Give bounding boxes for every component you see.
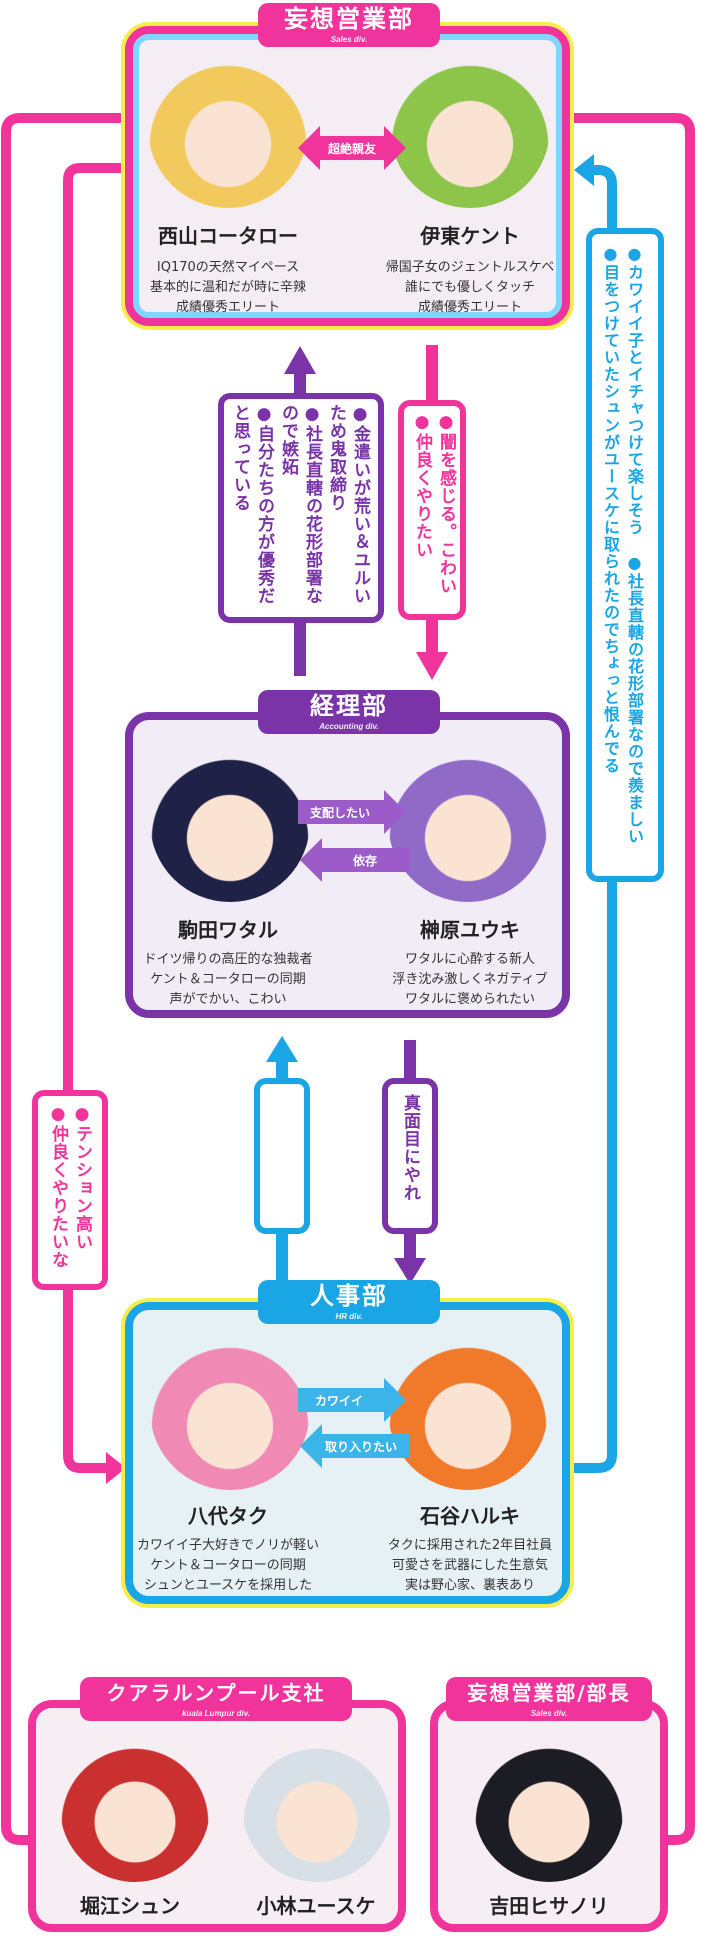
sales-division-subtitle: Sales div. (330, 35, 368, 44)
ito-description: 帰国子女のジェントルスケベ 誰にでも優しくタッチ 成績優秀エリート (385, 260, 555, 315)
ito-portrait (390, 48, 550, 208)
note-accounting-to-hr-text: 真面目にやれ (400, 1094, 420, 1202)
yashiro-name: 八代タク (188, 1504, 268, 1528)
best-friends-arrow (298, 126, 406, 170)
kuala-lumpur-branch-subtitle: kuala Lumpur div. (181, 1709, 250, 1718)
yoshida-portrait (474, 1732, 624, 1882)
accounting-division-title: 経理部 (310, 692, 388, 720)
control-label: 支配したい (309, 806, 370, 820)
kobayashi-name: 小林ユースケ (256, 1894, 376, 1918)
yoshida-name: 吉田ヒサノリ (489, 1894, 609, 1918)
accounting-division-tab: 経理部 Accounting div. (258, 690, 440, 734)
note-hr-to-sales (586, 228, 664, 882)
sales-division-title: 妄想営業部 (284, 5, 414, 33)
kobayashi-portrait (242, 1732, 392, 1882)
hr-division-tab: 人事部 HR div. (258, 1280, 440, 1324)
curry-favor-label: 取り入りたい (324, 1440, 397, 1454)
horie-portrait (60, 1732, 210, 1882)
cute-label: カワイイ (314, 1394, 363, 1408)
note-hr-to-accounting (254, 1078, 310, 1234)
sales-division-tab: 妄想営業部 Sales div. (258, 3, 440, 47)
accounting-division-subtitle: Accounting div. (319, 722, 379, 731)
best-friends-label: 超絶親友 (327, 142, 376, 156)
ishitani-portrait (388, 1330, 548, 1490)
komada-portrait (150, 742, 310, 902)
nishiyama-description: IQ170の天然マイペース 基本的に温和だが時に辛辣 成績優秀エリート (149, 260, 306, 315)
curry-favor-arrow (300, 1424, 410, 1468)
note-accounting-to-sales (218, 393, 384, 623)
note-hr-to-sales-text: ●カワイイ子とイチャつけて楽しそう ●社長直轄の花形部署なので羨ましい●目をつけ… (601, 244, 644, 845)
kuala-lumpur-branch-tab: クアラルンプール支社 kuala Lumpur div. (80, 1677, 352, 1721)
hr-division-title: 人事部 (310, 1282, 388, 1310)
control-arrow (298, 790, 406, 834)
note-sales-to-accounting-text: ●闇を感じる。こわい●仲良くやりたい (412, 412, 456, 595)
sales-chief-title: 妄想営業部/部長 (467, 1681, 631, 1705)
hr-division-subtitle: HR div. (335, 1312, 363, 1321)
sakakibara-portrait (388, 742, 548, 902)
cute-arrow (298, 1378, 406, 1422)
komada-name: 駒田ワタル (178, 918, 278, 942)
dependence-label: 依存 (352, 854, 377, 868)
ishitani-name: 石谷ハルキ (420, 1504, 520, 1528)
sakakibara-name: 榊原ユウキ (420, 918, 520, 942)
ito-name: 伊東ケント (420, 224, 520, 248)
note-accounting-to-sales-text: ●金遣いが荒い＆ユルいため鬼取締り●社長直轄の花形部署なので嫉妬●自分たちの方が… (230, 404, 370, 605)
dependence-arrow (300, 838, 410, 882)
sales-chief-subtitle: Sales div. (530, 1709, 568, 1718)
yashiro-description: カワイイ子大好きでノリが軽い ケント＆コータローの同期 シュンとユースケを採用し… (136, 1538, 319, 1593)
sales-chief-tab: 妄想営業部/部長 Sales div. (446, 1677, 652, 1721)
note-sales-to-accounting (398, 400, 466, 620)
sakakibara-description: ワタルに心酔する新人 浮き沈み激しくネガティブ ワタルに褒められたい (392, 952, 548, 1007)
note-accounting-to-hr (382, 1078, 438, 1234)
yashiro-portrait (150, 1330, 310, 1490)
note-sales-to-hr-text: ●テンション高い●仲良くやりたいな (48, 1104, 92, 1269)
horie-name: 堀江シュン (80, 1894, 180, 1918)
nishiyama-name: 西山コータロー (158, 224, 298, 248)
nishiyama-portrait (148, 48, 308, 208)
note-sales-to-hr (32, 1090, 108, 1290)
komada-description: ドイツ帰りの高圧的な独裁者 ケント＆コータローの同期 声がでかい、こわい (143, 952, 313, 1007)
kuala-lumpur-branch-title: クアラルンプール支社 (106, 1681, 326, 1705)
ishitani-description: タクに採用された2年目社員 可愛さを武器にした生意気 実は野心家、裏表あり (387, 1538, 553, 1593)
